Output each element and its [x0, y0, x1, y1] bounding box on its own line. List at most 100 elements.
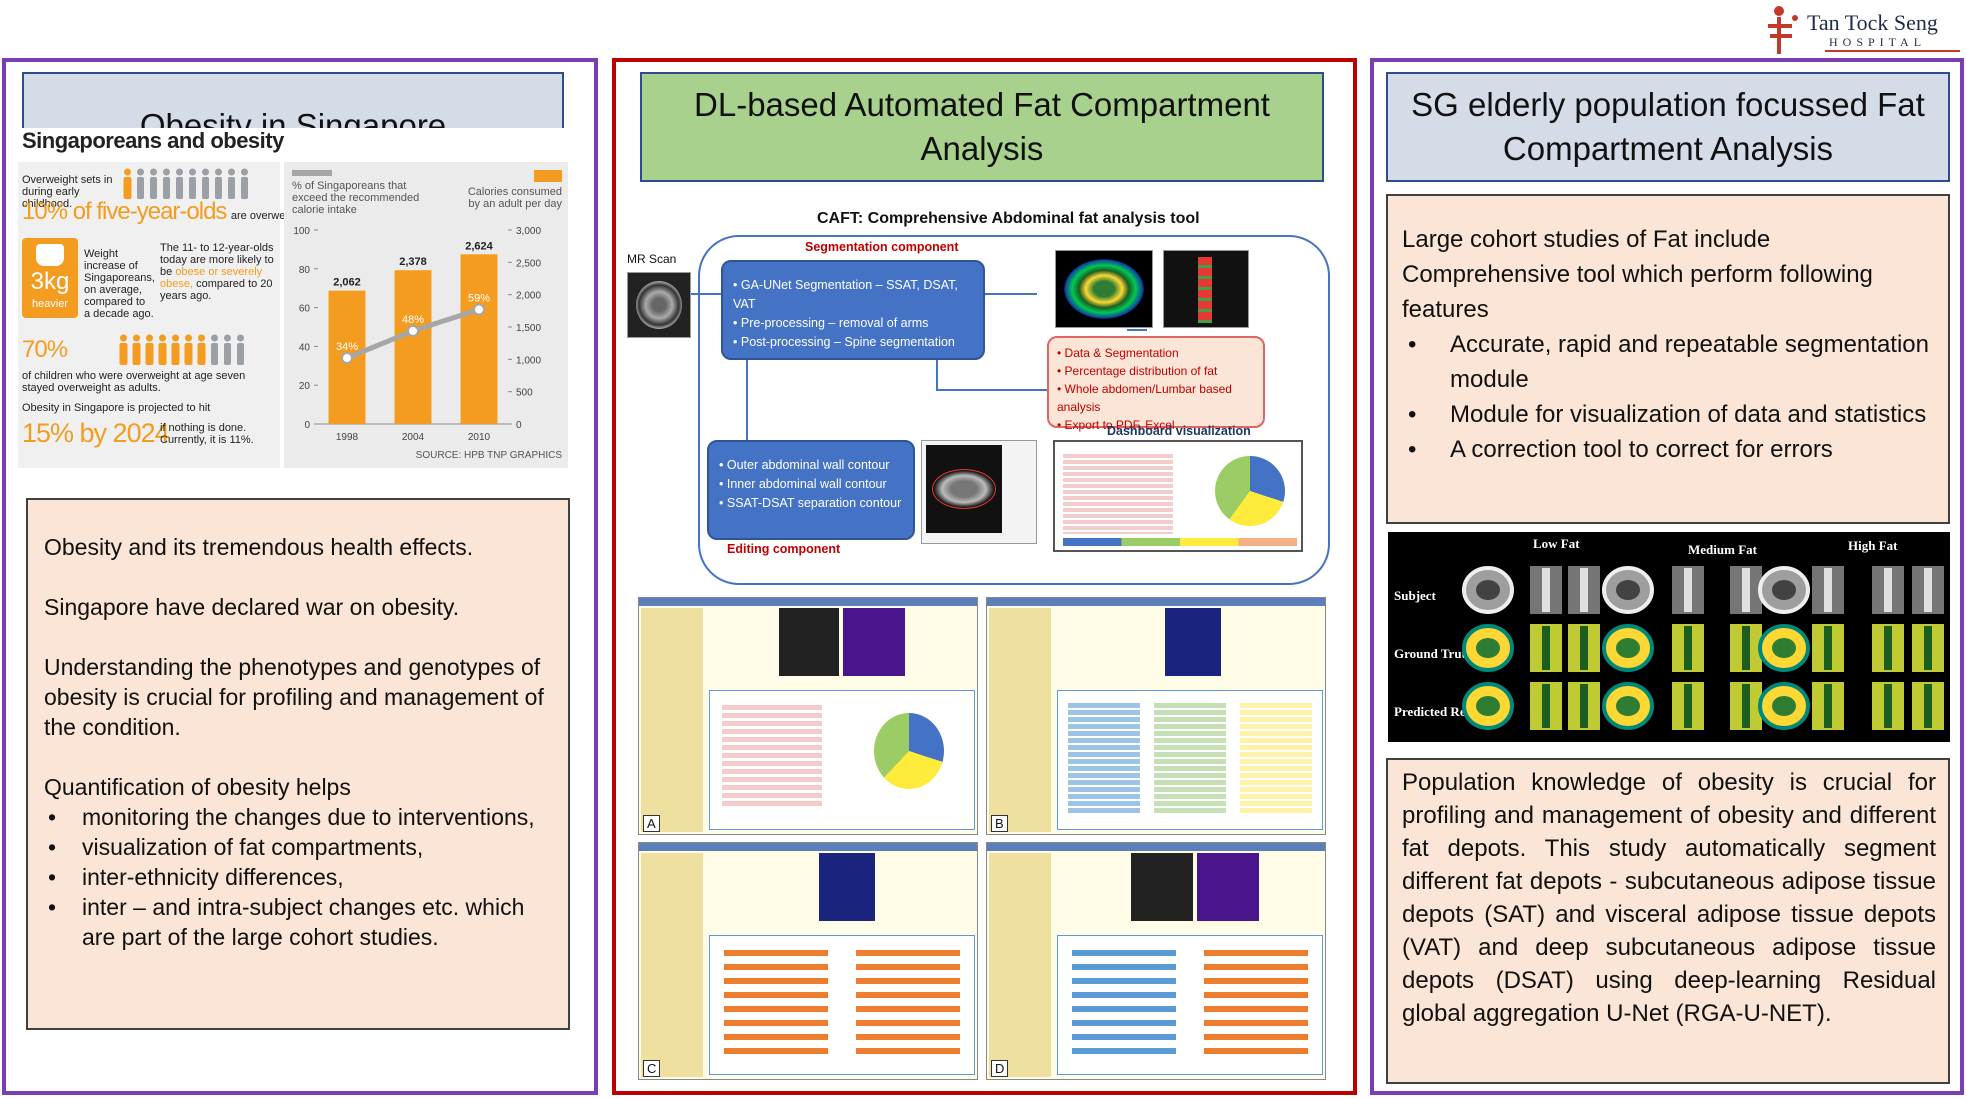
axial-slice-icon	[1758, 566, 1810, 614]
mr-scan-image	[627, 272, 691, 338]
screen-view-seg	[1165, 608, 1221, 676]
screenshot-a: A	[638, 597, 978, 835]
right-bullet-item: Accurate, rapid and repeatable segmentat…	[1402, 327, 1936, 397]
child-orange-icon	[158, 334, 167, 365]
screen-sidebar	[989, 853, 1051, 1077]
screen-stacked-bars-1	[724, 950, 828, 1058]
logo-subtitle: HOSPITAL	[1829, 35, 1927, 49]
axial-slice-icon	[1758, 682, 1810, 730]
left-para-3: Understanding the phenotypes and genotyp…	[44, 654, 544, 740]
screen-sidebar	[641, 608, 703, 832]
stat5-text-a: Obesity in Singapore is projected to hit	[22, 402, 211, 414]
pct-value-label: 59%	[468, 293, 490, 305]
seg-item: Post-processing – Spine segmentation	[733, 333, 973, 352]
stat5-big: 15% by 2024	[22, 418, 170, 448]
stat1-text: Overweight sets in during early childhoo…	[22, 174, 113, 210]
coronal-slice-icon	[1672, 566, 1704, 614]
screen-letter: D	[991, 1060, 1009, 1077]
child-orange-icon	[123, 168, 132, 199]
screen-pie-chart	[874, 713, 944, 789]
logo-mark-icon	[1768, 6, 1798, 54]
dashboard-features-box: Data & Segmentation Percentage distribut…	[1047, 336, 1265, 432]
scale-icon	[36, 244, 64, 266]
mr-scan-label: MR Scan	[627, 252, 677, 266]
screen-stacked-bars-2	[856, 950, 960, 1058]
child-grey-icon	[176, 168, 183, 199]
people-row-2	[118, 334, 246, 366]
axial-slice-icon	[1462, 682, 1514, 730]
screen-header	[987, 843, 1325, 851]
grid-col-label: Low Fat	[1533, 536, 1580, 551]
screen-bar-chart	[722, 705, 822, 809]
x-tick-label: 2010	[468, 432, 491, 443]
screen-bar-chart-vat	[1240, 703, 1312, 813]
child-grey-icon	[224, 334, 231, 365]
coronal-slice-icon	[1568, 624, 1600, 672]
left-text-box: Obesity and its tremendous health effect…	[26, 498, 570, 1030]
legend-pct-label: % of Singaporeans that exceed the recomm…	[292, 180, 420, 216]
stat3-text-b: obese or severely obese,	[160, 266, 263, 290]
dash-item: Data & Segmentation	[1057, 344, 1255, 362]
seg-output-image	[1055, 250, 1153, 328]
edit-item: Outer abdominal wall contour	[719, 456, 903, 475]
right-tick-label: 1,500	[516, 323, 541, 334]
seg-label: Segmentation component	[805, 240, 959, 254]
screen-letter: A	[643, 815, 660, 832]
coronal-slice-icon	[1672, 624, 1704, 672]
dash-label: Dashboard visualization	[1107, 424, 1251, 438]
coronal-slice-icon	[1872, 566, 1904, 614]
screen-sidebar	[989, 608, 1051, 832]
seg-item: Pre-processing – removal of arms	[733, 314, 973, 333]
right-bullet-item: A correction tool to correct for errors	[1402, 432, 1936, 467]
screenshot-c: C	[638, 842, 978, 1080]
screen-bar-chart-sat	[1068, 703, 1140, 813]
right-intro: Large cohort studies of Fat include Comp…	[1402, 226, 1873, 323]
child-grey-icon	[150, 168, 157, 199]
edit-view	[926, 445, 1002, 533]
screen-view-seg	[843, 608, 905, 676]
legend-cal-swatch	[534, 170, 562, 182]
legend-cal-label: Calories consumed by an adult per day	[467, 186, 562, 210]
screen-charts	[1057, 935, 1323, 1075]
child-grey-icon	[189, 168, 196, 199]
grid-col-label: Medium Fat	[1688, 542, 1757, 557]
coronal-slice-icon	[1812, 566, 1844, 614]
right-bullet-item: Module for visualization of data and sta…	[1402, 397, 1936, 432]
right-summary-text: Population knowledge of obesity is cruci…	[1402, 769, 1936, 1027]
people-row-1	[122, 168, 250, 200]
stat5-text-b: if nothing is done. Currently, it is 11%…	[160, 422, 254, 446]
child-orange-icon	[197, 334, 206, 365]
screen-stacked-bars-2	[1204, 950, 1308, 1058]
grid-col-label: High Fat	[1848, 538, 1898, 553]
screen-stacked-bars-1	[1072, 950, 1176, 1058]
right-tick-label: 2,000	[516, 291, 541, 302]
screenshot-b: B	[986, 597, 1326, 835]
coronal-slice-icon	[1912, 624, 1944, 672]
left-bullet-item: inter – and intra-subject changes etc. w…	[44, 892, 554, 952]
left-para-1: Obesity and its tremendous health effect…	[44, 534, 474, 560]
screen-charts	[709, 690, 975, 830]
calorie-bar	[394, 270, 432, 424]
screen-view-seg	[1197, 853, 1259, 921]
infographic-stats: Overweight sets in during early childhoo…	[18, 162, 306, 468]
dash-item: Export to PDF, Excel	[1057, 416, 1255, 434]
dash-pie-chart	[1215, 456, 1285, 526]
axial-slice-icon	[1462, 566, 1514, 614]
edit-item: Inner abdominal wall contour	[719, 475, 903, 494]
coronal-slice-icon	[1872, 682, 1904, 730]
pct-value-label: 34%	[336, 341, 358, 353]
right-panel-title: SG elderly population focussed Fat Compa…	[1386, 72, 1950, 182]
coronal-slice-icon	[1812, 624, 1844, 672]
calorie-chart-plot: 02040608010005001,0001,5002,0002,5003,00…	[293, 226, 541, 443]
obesity-infographic: Singaporeans and obesity Overweight sets…	[18, 128, 568, 468]
edit-label: Editing component	[727, 542, 841, 556]
screen-sidebar	[641, 853, 703, 1077]
calorie-chart: % of Singaporeans that exceed the recomm…	[284, 162, 568, 468]
right-tick-label: 3,000	[516, 226, 541, 237]
screen-header	[987, 598, 1325, 606]
left-tick-label: 40	[299, 342, 311, 353]
child-grey-icon	[137, 168, 144, 199]
middle-panel-title: DL-based Automated Fat Compartment Analy…	[640, 72, 1324, 182]
right-tick-label: 1,000	[516, 355, 541, 366]
stat2-big: 3kg	[30, 268, 70, 295]
